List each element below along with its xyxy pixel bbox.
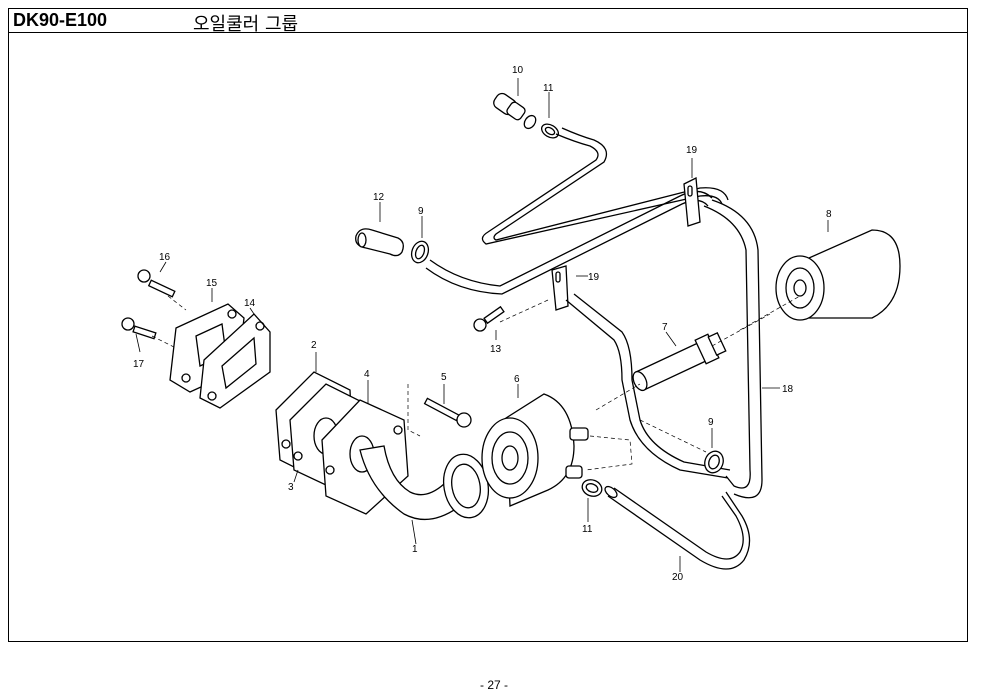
part-19-bracket-middle	[551, 265, 569, 311]
part-1-elbow-pipe	[359, 445, 490, 521]
callout-18: 18	[782, 384, 794, 395]
part-18-return-pipe	[565, 199, 763, 499]
callout-12: 12	[373, 192, 385, 203]
callout-16: 16	[159, 252, 171, 263]
callout-10: 10	[512, 65, 524, 76]
upper-oil-pipe	[425, 127, 729, 295]
callout-15: 15	[206, 278, 218, 289]
callout-11-lower: 11	[582, 524, 593, 535]
callout-7: 7	[662, 322, 668, 333]
drawing-frame: DK90-E100 오일쿨러 그룹	[8, 8, 968, 642]
part-10-fitting	[493, 92, 537, 130]
part-6-oil-cooler	[481, 393, 589, 507]
callout-17: 17	[133, 359, 145, 370]
callout-9-upper: 9	[418, 206, 424, 217]
part-8-canister	[775, 229, 901, 321]
callout-1: 1	[412, 544, 418, 555]
callout-13: 13	[490, 344, 502, 355]
title-bar: DK90-E100 오일쿨러 그룹	[9, 9, 967, 35]
part-9-clamp-upper	[410, 240, 430, 264]
part-11-clamp-top	[540, 123, 560, 139]
callout-3: 3	[288, 482, 294, 493]
callout-numbers: 10 11 19 12 9 8 16 19 15 14 7 2 13 17 4 …	[133, 65, 832, 583]
part-5-bolt	[423, 397, 472, 428]
callout-19-middle: 19	[588, 272, 600, 283]
callout-2: 2	[311, 340, 317, 351]
part-9-clamp-lower	[704, 450, 724, 474]
part-20-hose	[604, 485, 751, 570]
part-13-bolt	[473, 305, 505, 332]
callout-5: 5	[441, 372, 447, 383]
part-7-adapter-pipe	[632, 331, 727, 392]
callout-6: 6	[514, 374, 520, 385]
callout-11-top: 11	[543, 83, 554, 94]
leader-lines	[135, 78, 829, 572]
model-code: DK90-E100	[13, 10, 108, 30]
assembly-guide-lines	[151, 295, 801, 471]
callout-4: 4	[364, 369, 370, 380]
callout-9-lower: 9	[708, 417, 714, 428]
callout-20: 20	[672, 572, 684, 583]
callout-8: 8	[826, 209, 832, 220]
group-title: 오일쿨러 그룹	[193, 14, 299, 35]
callout-14: 14	[244, 298, 256, 309]
part-12-elbow-hose	[355, 228, 404, 257]
part-11-clamp-lower	[581, 479, 603, 497]
callout-19-upper: 19	[686, 145, 698, 156]
part-17-bolt	[121, 317, 157, 340]
page-number: - 27 -	[479, 678, 508, 692]
part-19-bracket-upper	[683, 176, 701, 227]
part-16-bolt	[137, 269, 176, 298]
